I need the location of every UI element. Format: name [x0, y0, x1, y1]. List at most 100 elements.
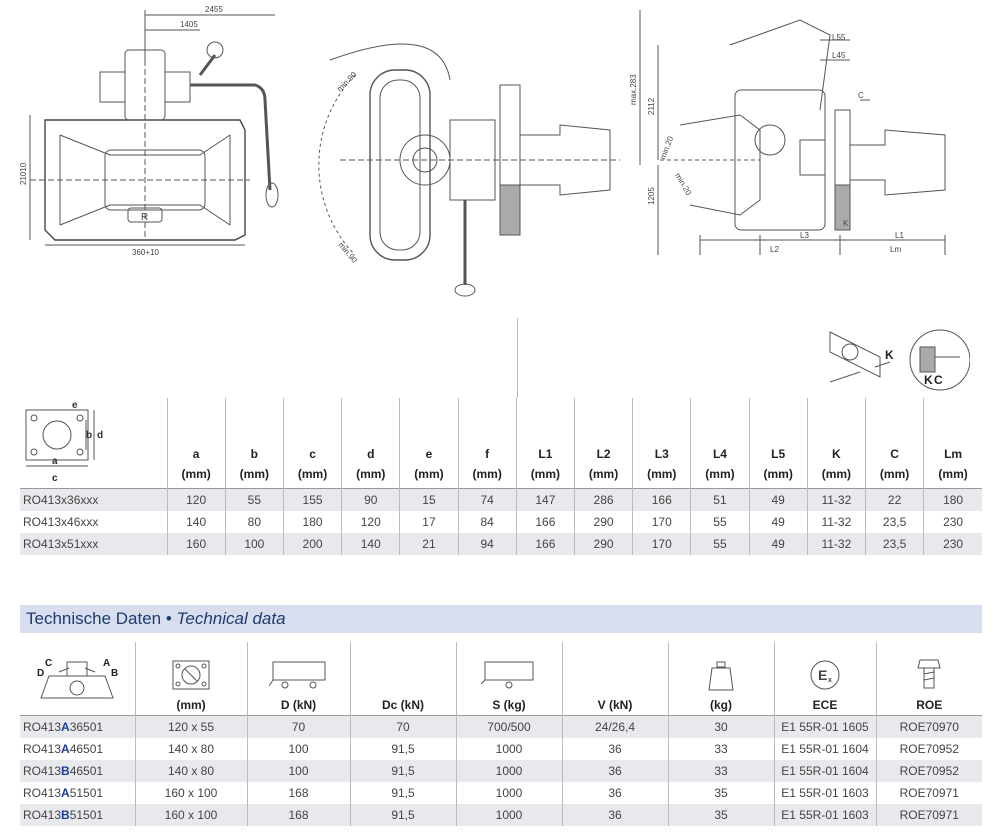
col-L5: L5(mm) — [748, 398, 808, 489]
value-cell: 166 — [515, 533, 575, 555]
value-cell: E1 55R-01 1604 — [773, 738, 876, 760]
corner-label-b: B — [111, 668, 118, 679]
value-cell: 23,5 — [864, 533, 924, 555]
value-cell: 36 — [561, 738, 668, 760]
col-f: f(mm) — [457, 398, 517, 489]
dimension-header-row: e b d a c a(mm) b(mm) c(mm) d(mm) e(mm) … — [20, 398, 982, 489]
value-cell: 140 x 80 — [134, 738, 247, 760]
value-cell: 80 — [224, 511, 284, 533]
center-axle-trailer-icon — [480, 661, 534, 689]
title-german: Technische Daten — [26, 609, 162, 628]
coupling-top-view-icon: C D A B — [37, 658, 118, 699]
right-view-drawing — [639, 10, 946, 255]
value-cell: 23,5 — [864, 511, 924, 533]
weight-icon — [708, 661, 734, 691]
dimension-table: e b d a c a(mm) b(mm) c(mm) d(mm) e(mm) … — [20, 398, 982, 555]
col-label-V: V (kN) — [597, 698, 633, 712]
value-cell: 180 — [282, 511, 342, 533]
flange-label-a: a — [52, 456, 58, 467]
col-Lm: Lm(mm) — [923, 398, 982, 489]
model-cell: RO413B51501 — [20, 804, 135, 826]
dim-Lm: Lm — [890, 245, 901, 254]
value-cell: 290 — [573, 511, 633, 533]
col-L2: L2(mm) — [573, 398, 633, 489]
col-Dc: Dc (kN) — [349, 642, 456, 716]
model-variant: A — [61, 786, 70, 800]
model-cell: RO413A51501 — [20, 782, 135, 804]
dim-L4: L45 — [832, 51, 846, 60]
value-cell: E1 55R-01 1604 — [773, 760, 876, 782]
col-label-D: D (kN) — [280, 698, 317, 712]
value-cell: 170 — [632, 533, 691, 555]
title-separator: • — [161, 609, 177, 628]
col-K: K(mm) — [806, 398, 866, 489]
value-cell: 230 — [923, 533, 982, 555]
value-cell: 94 — [457, 533, 517, 555]
ece-mark-sub: x — [828, 677, 832, 684]
value-cell: 35 — [667, 782, 774, 804]
value-cell: 15 — [399, 488, 459, 511]
value-cell: ROE70970 — [875, 715, 982, 738]
model-prefix: RO413 — [23, 720, 62, 734]
model-cell: RO413x36xxx — [20, 488, 168, 511]
value-cell: 286 — [573, 488, 633, 511]
k-c-detail-inset: K K C — [829, 329, 970, 391]
value-cell: 147 — [515, 488, 575, 511]
value-cell: 140 — [166, 511, 226, 533]
col-L4: L4(mm) — [690, 398, 750, 489]
model-prefix: RO413 — [23, 742, 62, 756]
value-cell: E1 55R-01 1605 — [773, 715, 876, 738]
model-variant: A — [61, 720, 70, 734]
value-cell: 36 — [561, 804, 668, 826]
dim-min90-top: min.90 — [335, 70, 359, 94]
col-S: S (kg) — [455, 642, 562, 716]
col-label-Dc: Dc (kN) — [381, 698, 424, 712]
value-cell: 91,5 — [349, 782, 456, 804]
model-variant: A — [61, 742, 70, 756]
dim-L2: L2 — [770, 245, 779, 254]
col-e: e(mm) — [399, 398, 459, 489]
model-prefix: RO413 — [23, 808, 62, 822]
value-cell: 90 — [341, 488, 400, 511]
value-cell: 170 — [632, 511, 691, 533]
value-cell: 51 — [690, 488, 750, 511]
model-cell: RO413B46501 — [20, 760, 135, 782]
trailer-icon — [268, 661, 325, 689]
value-cell: 55 — [690, 511, 750, 533]
value-cell: 140 — [341, 533, 400, 555]
dim-1205: 1205 — [647, 187, 656, 205]
value-cell: 100 — [224, 533, 284, 555]
value-cell: 166 — [632, 488, 691, 511]
value-cell: ROE70971 — [875, 804, 982, 826]
technical-drawings: R — [19, 5, 946, 297]
technical-data-table: C D A B (mm) D (kN) Dc (kN) S (kg) V (kN… — [20, 642, 982, 826]
value-cell: 11-32 — [806, 511, 866, 533]
col-d: d(mm) — [341, 398, 400, 489]
tech-header-row: C D A B (mm) D (kN) Dc (kN) S (kg) V (kN… — [20, 642, 982, 716]
model-cell: RO413A46501 — [20, 738, 135, 760]
model-suffix: 46501 — [69, 764, 104, 778]
corner-label-a: A — [103, 658, 110, 669]
col-label-ECE: ECE — [812, 698, 838, 712]
value-cell: 11-32 — [806, 533, 866, 555]
corner-label-c: C — [45, 658, 52, 669]
value-cell: 91,5 — [349, 738, 456, 760]
dim-base-width: 360+10 — [132, 248, 159, 257]
flange-label-c: c — [52, 473, 58, 484]
value-cell: 168 — [246, 804, 350, 826]
value-cell: 140 x 80 — [134, 760, 247, 782]
dim-upper-width: 1405 — [180, 20, 198, 29]
value-cell: 1000 — [455, 782, 562, 804]
value-cell: 22 — [864, 488, 924, 511]
dim-min90-bottom: min.90 — [336, 241, 359, 266]
flange-label-b: b — [86, 430, 92, 441]
value-cell: 35 — [667, 804, 774, 826]
value-cell: ROE70952 — [875, 760, 982, 782]
